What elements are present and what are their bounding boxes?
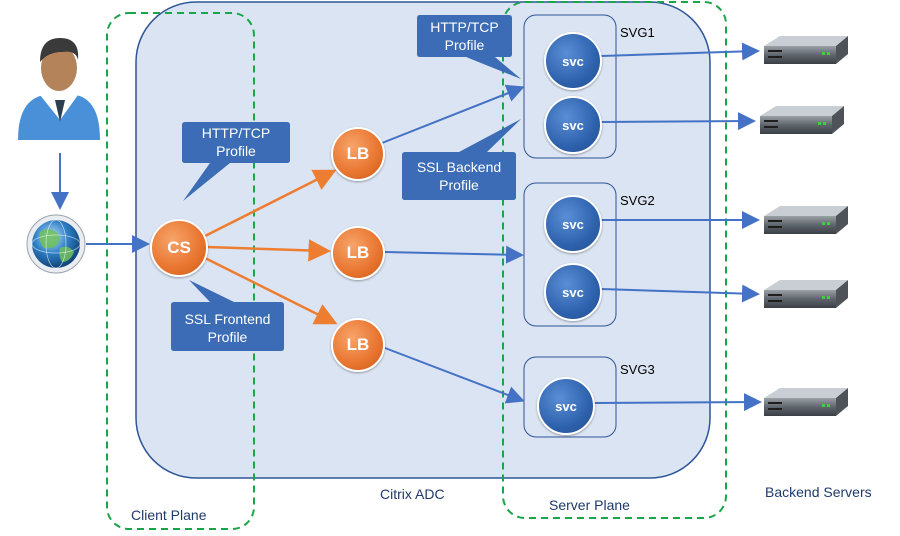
http-client-callout (182, 122, 290, 201)
lb3-to-svg3-arrow (384, 347, 525, 404)
svc5-to-server5-arrow (592, 393, 762, 412)
server-plane-box (502, 1, 727, 519)
service-node-2: svc (544, 96, 602, 154)
client-plane-label: Client Plane (131, 507, 207, 523)
lb1-to-svg1-arrow (381, 84, 525, 144)
backend-server-icon-4 (764, 280, 848, 308)
load-balancer-node-2: LB (331, 226, 385, 280)
internet-globe-icon (26, 214, 86, 274)
content-switching-node: CS (150, 219, 208, 277)
svc2-to-server2-arrow (600, 112, 756, 131)
backend-servers-label: Backend Servers (765, 484, 872, 500)
service-group-label-2: SVG2 (620, 193, 655, 208)
service-node-5: svc (537, 377, 595, 435)
service-group-label-1: SVG1 (620, 25, 655, 40)
ssl-backend-callout (402, 119, 521, 200)
server-plane-label: Server Plane (549, 497, 630, 513)
svc4-to-server4-arrow (600, 284, 760, 303)
svc1-to-server1-arrow (600, 42, 760, 61)
ssl-backend-callout-text: SSL Backend Profile (416, 159, 502, 193)
load-balancer-node-1: LB (331, 127, 385, 181)
service-node-3: svc (544, 195, 602, 253)
service-group-label-3: SVG3 (620, 362, 655, 377)
user-icon (18, 38, 100, 140)
backend-server-icon-5 (764, 388, 848, 416)
cs-to-lb1-arrow (204, 169, 337, 238)
ssl-frontend-callout-text: SSL Frontend Profile (184, 311, 271, 345)
citrix-adc-label: Citrix ADC (380, 486, 445, 502)
service-node-4: svc (544, 263, 602, 321)
ssl-frontend-callout (171, 280, 284, 351)
backend-server-icon-2 (760, 106, 844, 134)
backend-server-icon-1 (764, 36, 848, 64)
http-server-callout (417, 15, 521, 79)
load-balancer-node-3: LB (331, 318, 385, 372)
client-plane-box (106, 12, 255, 530)
citrix-adc-box (135, 1, 711, 479)
cs-to-lb2-arrow (206, 239, 331, 262)
cs-to-lb3-arrow (204, 256, 338, 325)
lb2-to-svg2-arrow (384, 245, 524, 264)
http-client-callout-text: HTTP/TCP Profile (201, 125, 271, 159)
service-node-1: svc (544, 32, 602, 90)
backend-server-icon-3 (764, 206, 848, 234)
http-server-callout-text: HTTP/TCP Profile (430, 19, 499, 53)
